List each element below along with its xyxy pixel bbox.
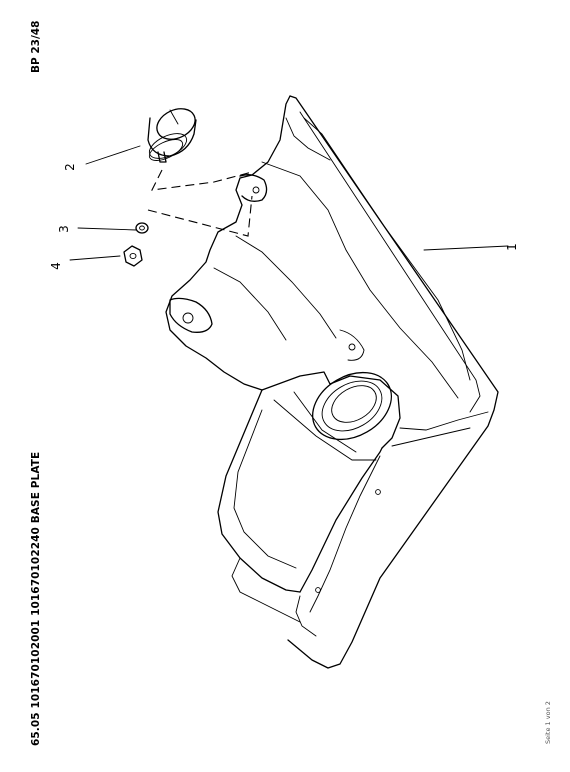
base-plate-part (165, 95, 499, 669)
assembly-guide-lines (147, 169, 253, 237)
callout-4: 4 (48, 262, 63, 270)
callout-leaders (69, 145, 509, 261)
callout-3: 3 (56, 225, 71, 233)
rubber-buffer-part (147, 108, 197, 163)
hex-nut-part (123, 245, 143, 267)
callout-1: 1 (504, 243, 519, 251)
washer-part (135, 222, 149, 234)
callout-2: 2 (62, 163, 77, 171)
